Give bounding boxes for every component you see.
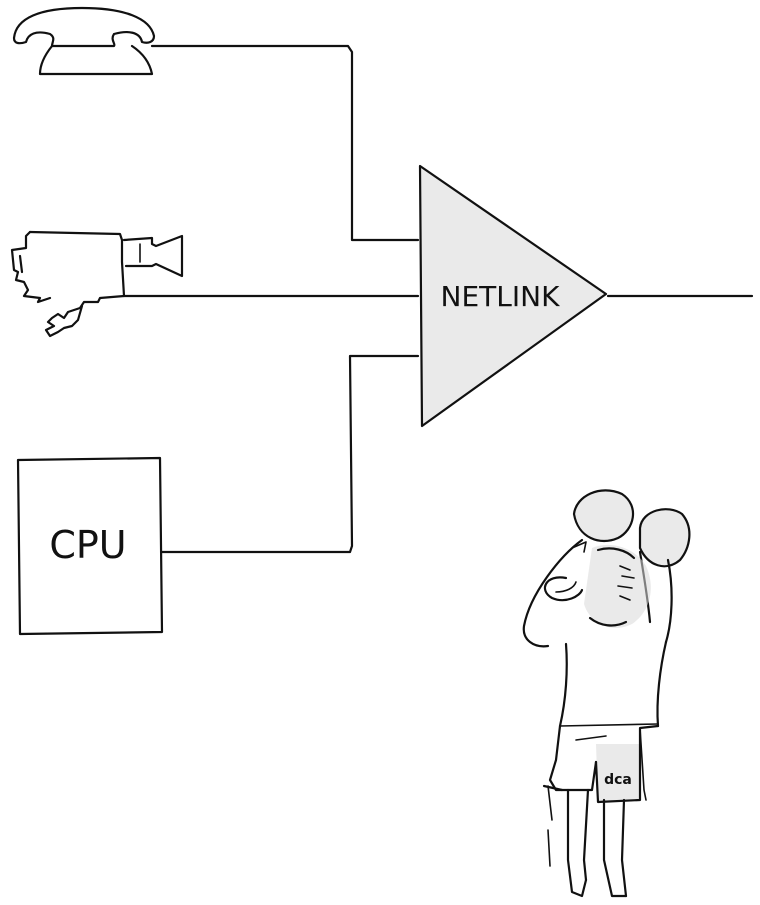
cpu-link-line	[162, 356, 418, 552]
netlink-label: NETLINK	[441, 280, 561, 313]
cpu-label: CPU	[49, 523, 126, 567]
shorts-logo: dca	[604, 772, 632, 788]
video-camera-icon	[12, 232, 182, 336]
telephone-link-line	[152, 46, 418, 240]
telephone-icon	[14, 8, 154, 74]
boxer-legs	[548, 786, 626, 896]
boxer-figure	[524, 490, 690, 802]
